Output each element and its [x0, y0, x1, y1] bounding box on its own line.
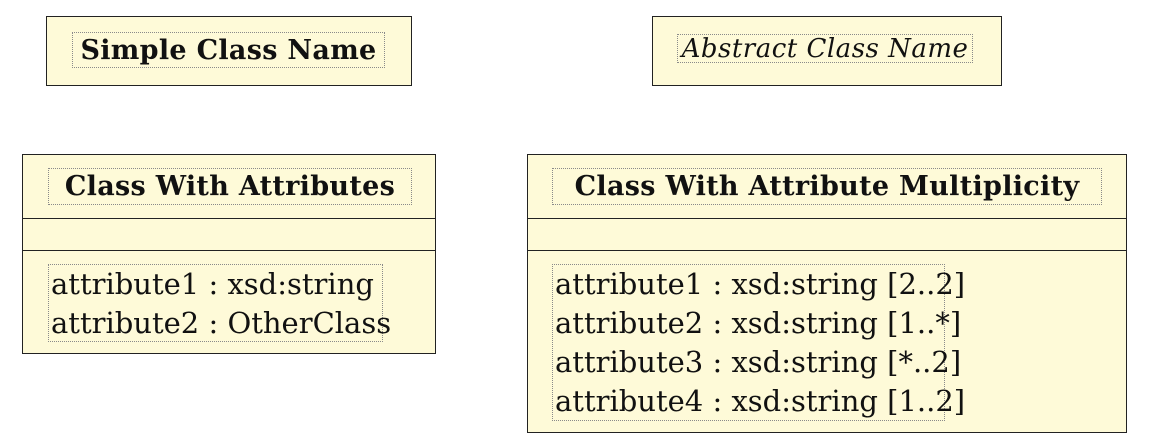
- attribute-row: attribute1 : xsd:string [2..2]: [555, 267, 966, 301]
- class-divider-name-section: [23, 218, 435, 219]
- attribute-list: attribute1 : xsd:string attribute2 : Oth…: [48, 264, 392, 342]
- class-name-with-multiplicity: Class With Attribute Multiplicity: [552, 168, 1102, 205]
- attribute-row: attribute1 : xsd:string: [51, 267, 374, 301]
- class-divider-name-section: [528, 218, 1126, 219]
- class-divider-operations-section: [528, 250, 1126, 251]
- class-name-simple: Simple Class Name: [72, 32, 385, 68]
- attribute-row: attribute4 : xsd:string [1..2]: [555, 384, 966, 418]
- attribute-row: attribute3 : xsd:string [*..2]: [555, 345, 962, 379]
- attribute-list: attribute1 : xsd:string [2..2] attribute…: [552, 264, 966, 421]
- class-name-with-attributes: Class With Attributes: [48, 168, 412, 205]
- uml-class-abstract: Abstract Class Name: [652, 16, 1002, 86]
- class-name-abstract: Abstract Class Name: [677, 34, 973, 63]
- uml-class-simple: Simple Class Name: [46, 16, 412, 86]
- attribute-row: attribute2 : xsd:string [1..*]: [555, 306, 962, 340]
- uml-class-with-multiplicity: Class With Attribute Multiplicity attrib…: [527, 154, 1127, 433]
- uml-class-with-attributes: Class With Attributes attribute1 : xsd:s…: [22, 154, 436, 354]
- attribute-row: attribute2 : OtherClass: [51, 306, 392, 340]
- class-divider-operations-section: [23, 250, 435, 251]
